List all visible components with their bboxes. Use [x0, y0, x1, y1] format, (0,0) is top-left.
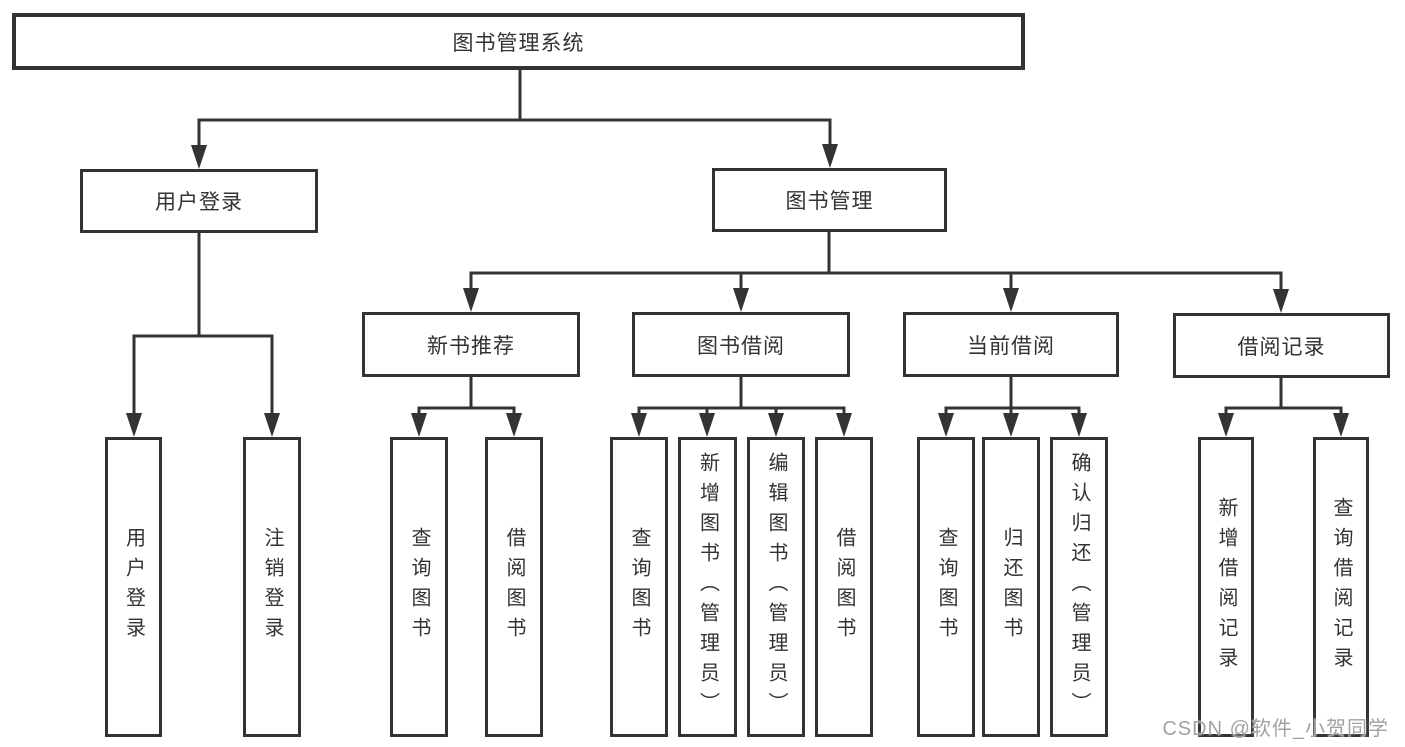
leaf-query-books-borrow: 查询图书	[610, 437, 668, 737]
leaf-label: 查询借阅记录	[1330, 497, 1352, 677]
leaf-label: 借阅图书	[503, 527, 525, 647]
leaf-label: 查询图书	[935, 527, 957, 647]
arrowhead-icons	[126, 144, 1349, 437]
node-label: 图书管理	[785, 190, 874, 213]
leaf-query-books-current: 查询图书	[917, 437, 975, 737]
node-new-book-recommend: 新书推荐	[362, 312, 580, 377]
leaf-borrow-books-recommend: 借阅图书	[485, 437, 543, 737]
leaf-user-login: 用户登录	[105, 437, 162, 737]
leaf-label: 新增图书（管理员）	[696, 452, 719, 722]
node-borrow-records: 借阅记录	[1173, 313, 1390, 378]
node-book-management: 图书管理	[712, 168, 947, 232]
leaf-add-borrow-record: 新增借阅记录	[1198, 437, 1254, 737]
node-current-borrow: 当前借阅	[903, 312, 1119, 377]
node-label: 用户登录	[155, 191, 243, 214]
node-root-system: 图书管理系统	[12, 13, 1025, 70]
node-label: 图书借阅	[697, 334, 785, 358]
leaf-label: 借阅图书	[833, 527, 855, 647]
leaf-label: 编辑图书（管理员）	[765, 452, 787, 722]
leaf-query-borrow-record: 查询借阅记录	[1313, 437, 1369, 737]
leaf-label: 查询图书	[628, 527, 650, 647]
leaf-label: 确认归还（管理员）	[1068, 452, 1090, 722]
leaf-label: 归还图书	[1000, 527, 1022, 647]
node-label: 新书推荐	[427, 334, 515, 358]
leaf-label: 查询图书	[408, 527, 430, 647]
leaf-add-book-admin: 新增图书（管理员）	[678, 437, 737, 737]
csdn-watermark: CSDN @软件_小贺同学	[1162, 718, 1389, 740]
leaf-borrow-books: 借阅图书	[815, 437, 873, 737]
leaf-label: 用户登录	[122, 527, 145, 647]
leaf-edit-book-admin: 编辑图书（管理员）	[747, 437, 805, 737]
node-user-login: 用户登录	[80, 169, 318, 233]
leaf-logout: 注销登录	[243, 437, 301, 737]
leaf-return-book: 归还图书	[982, 437, 1040, 737]
node-label: 图书管理系统	[452, 31, 585, 55]
node-label: 借阅记录	[1237, 335, 1326, 359]
leaf-query-books-recommend: 查询图书	[390, 437, 448, 737]
leaf-label: 注销登录	[261, 527, 283, 647]
node-book-borrow: 图书借阅	[632, 312, 850, 377]
node-label: 当前借阅	[967, 334, 1055, 358]
leaf-label: 新增借阅记录	[1215, 497, 1237, 677]
leaf-confirm-return-admin: 确认归还（管理员）	[1050, 437, 1108, 737]
